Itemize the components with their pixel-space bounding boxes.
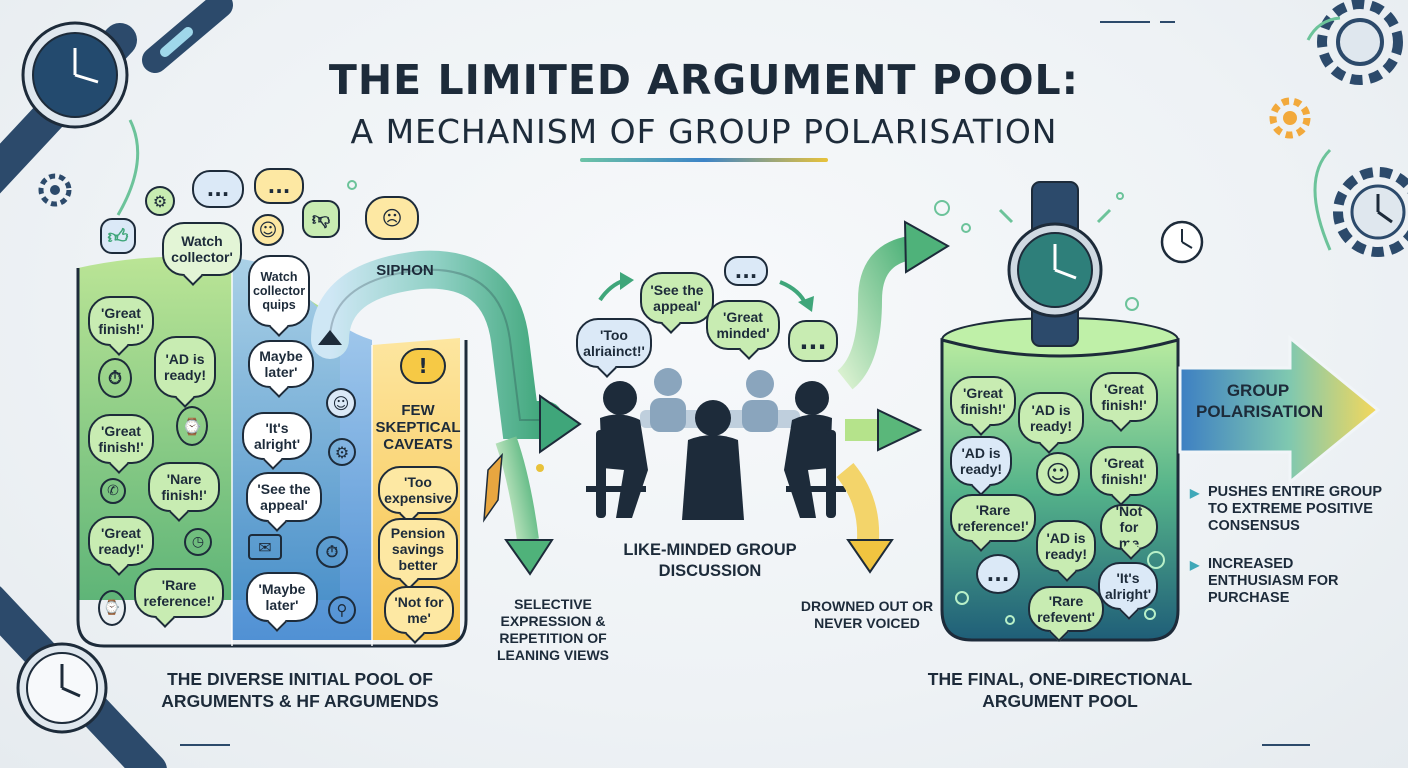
bubble-pension-savings: Pension savings better (378, 518, 458, 580)
right-arrows (836, 220, 950, 574)
bullet-marker-icon: ▶ (1190, 486, 1200, 500)
discussion-caption: LIKE-MINDED GROUP DISCUSSION (623, 541, 797, 580)
final-bubble-not-for-me: 'Not for me (1100, 503, 1158, 551)
bullet-increased-enthusiasm: ▶ INCREASED ENTHUSIASM FOR PURCHASE (1190, 556, 1358, 607)
left-pool-caption: THE DIVERSE INITIAL POOL OF ARGUMENTS & … (161, 669, 439, 711)
bubble-too-alriainct: 'Too alriainct!' (576, 318, 652, 368)
confused-face-icon: ☹ (365, 196, 419, 240)
final-bubble-ad-ready-2: 'AD is ready! (950, 436, 1012, 486)
chat-dots-icon-discussion-2: ... (788, 320, 838, 362)
envelope-icon: ✉ (248, 534, 282, 560)
decor-lines (180, 21, 1310, 746)
bubble-see-the-appeal-discussion: 'See the appeal' (640, 272, 714, 324)
title-underline (580, 158, 828, 162)
watch-icon-top-left (0, 0, 233, 216)
smiley-icon: ☺ (252, 214, 284, 246)
final-bubble-rare-reference: 'Rare reference!' (950, 494, 1036, 542)
selective-expression-caption: SELECTIVE EXPRESSION & REPETITION OF LEA… (496, 596, 609, 663)
clock-icon-final (1160, 220, 1204, 264)
stopwatch-icon: ⏱ (316, 536, 348, 568)
watch-icon-green-3: ⌚ (98, 590, 126, 626)
phone-icon: ✆ (100, 478, 126, 504)
final-bubble-ad-ready-1: 'AD is ready! (1018, 392, 1084, 444)
bullet-text: PUSHES ENTIRE GROUP TO EXTREME POSITIVE … (1208, 484, 1382, 534)
group-discussion-people (586, 368, 846, 520)
skeptical-caveats-title: FEW SKEPTICAL CAVEATS (375, 402, 461, 453)
group-polarisation-arrow (1178, 334, 1381, 486)
bullet-text: INCREASED ENTHUSIASM FOR PURCHASE (1208, 556, 1339, 606)
chat-dots-icon-discussion: ... (724, 256, 768, 286)
bubble-great-finish-2: 'Great finish!' (88, 414, 154, 464)
watch-icon-green: ⏱ (98, 358, 132, 398)
bubble-watch-collector-quips: Watch collector quips (248, 255, 310, 327)
siphon-tube (311, 250, 582, 454)
bubble-too-expensive: 'Too expensive (378, 466, 458, 514)
final-bubble-its-alright: 'It's alright' (1098, 562, 1158, 610)
bubble-nare-finish: 'Nare finish!' (148, 462, 220, 512)
chat-dots-icon-final: ... (976, 554, 1020, 594)
final-bubble-great-finish-2: 'Great finish!' (1090, 372, 1158, 422)
bubble-rare-reference: 'Rare reference!' (134, 568, 224, 618)
gear-icon: ⚙ (145, 186, 175, 216)
bubble-great-finish-1: 'Great finish!' (88, 296, 154, 346)
down-arrow-selective (483, 436, 554, 576)
siphon-label: SIPHON (376, 262, 434, 279)
bubble-watch-collector: Watch collector' (162, 222, 242, 276)
group-polarisation-label: GROUP POLARISATION (1196, 381, 1324, 421)
page-subtitle: A MECHANISM OF GROUP POLARISATION (350, 112, 1058, 151)
chat-dots-icon: ... (192, 170, 244, 208)
chat-dots-icon-yellow: ... (254, 168, 304, 204)
watch-icon-bottom-left (0, 586, 167, 768)
page-title: THE LIMITED ARGUMENT POOL: (328, 56, 1080, 104)
gear-icon-blue: ⚙ (328, 438, 356, 466)
watch-icon-final (998, 181, 1112, 347)
magnifier-icon: ⚲ (328, 596, 356, 624)
final-bubble-great-finish-1: 'Great finish!' (950, 376, 1016, 426)
final-pool-caption: THE FINAL, ONE-DIRECTIONAL ARGUMENT POOL (927, 669, 1193, 711)
thumbs-up-icon: 👍︎ (100, 218, 136, 254)
smiley-icon-final: ☺ (1036, 452, 1080, 496)
bubble-ad-ready: 'AD is ready! (154, 336, 216, 398)
bubble-not-for-me-left: 'Not for me' (384, 586, 454, 634)
bullet-marker-icon: ▶ (1190, 558, 1200, 572)
bubble-maybe-later-2: 'Maybe later' (246, 572, 318, 622)
bubble-maybe-later-1: Maybe later' (248, 340, 314, 388)
bubble-great-minded: 'Great minded' (706, 300, 780, 350)
discussion-cycle-arrows (598, 272, 814, 312)
bubble-great-ready: 'Great ready!' (88, 516, 154, 566)
clock-icon-green: ◷ (184, 528, 212, 556)
gear-icon-top-right (1269, 0, 1408, 257)
alert-bubble-icon: ! (400, 348, 446, 384)
final-bubble-great-finish-3: 'Great finish!' (1090, 446, 1158, 496)
watch-icon-green-2: ⌚ (176, 406, 208, 446)
bubble-its-alright: 'It's alright' (242, 412, 312, 460)
bullet-pushes-entire-group: ▶ PUSHES ENTIRE GROUP TO EXTREME POSITIV… (1190, 484, 1393, 535)
final-bubble-ad-ready-3: 'AD is ready! (1036, 520, 1096, 572)
gear-icon-left (38, 173, 72, 207)
drowned-out-caption: DROWNED OUT OR NEVER VOICED (800, 598, 934, 631)
neutral-face-icon: ☺ (326, 388, 356, 418)
thumbs-down-icon: 👎︎ (302, 200, 340, 238)
final-bubble-rare-refevent: 'Rare refevent' (1028, 586, 1104, 632)
bubble-see-the-appeal: 'See the appeal' (246, 472, 322, 522)
